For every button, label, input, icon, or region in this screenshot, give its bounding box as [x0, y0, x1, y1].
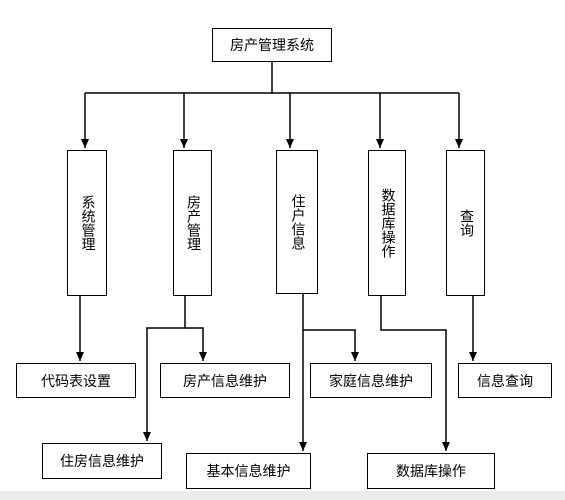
leaf-label: 基本信息维护 — [206, 464, 291, 480]
arrow-to-jiating — [303, 329, 359, 361]
root-box: 房产管理系统 — [212, 28, 332, 62]
module-label: 数据库操作 — [379, 188, 396, 258]
leaf-box-shujuku-caozuo: 数据库操作 — [367, 453, 495, 489]
leaf-label: 代码表设置 — [41, 373, 111, 390]
bottom-edge-strip — [0, 491, 565, 500]
leaf-box-zhufang-xinxi-weihu: 住房信息维护 — [42, 443, 162, 479]
arrow-to-zhufang — [143, 296, 186, 441]
arrow-to-shujukucaozuo — [380, 296, 450, 451]
module-box-xitong-guanli: 系统管理 — [67, 150, 107, 296]
module-box-chaxun: 查询 — [446, 150, 485, 296]
module-label: 查询 — [458, 209, 474, 237]
arrow-to-fangchanxinxi — [185, 327, 207, 361]
leaf-box-jiben-xinxi-weihu: 基本信息维护 — [186, 453, 311, 489]
leaf-label: 住房信息维护 — [60, 454, 144, 470]
leaf-label: 信息查询 — [477, 373, 533, 390]
module-box-fangchan-guanli: 房产管理 — [173, 150, 212, 296]
leaf-label: 房产信息维护 — [183, 373, 267, 390]
leaf-box-daimabiao-shezhi: 代码表设置 — [16, 363, 136, 398]
leaf-label: 家庭信息维护 — [329, 373, 413, 390]
module-box-shujuku-caozuo: 数据库操作 — [368, 150, 406, 296]
leaf-box-fangchan-xinxi-weihu: 房产信息维护 — [160, 363, 290, 398]
module-box-zhuhu-xinxi: 住户信息 — [276, 150, 318, 294]
module-label: 系统管理 — [79, 195, 96, 251]
leaf-box-jiating-xinxi-weihu: 家庭信息维护 — [310, 363, 432, 398]
module-label: 住户信息 — [289, 194, 306, 250]
leaf-label: 数据库操作 — [396, 464, 466, 480]
module-label: 房产管理 — [185, 195, 201, 251]
root-label: 房产管理系统 — [230, 38, 314, 54]
leaf-box-xinxi-chaxun: 信息查询 — [458, 363, 552, 398]
